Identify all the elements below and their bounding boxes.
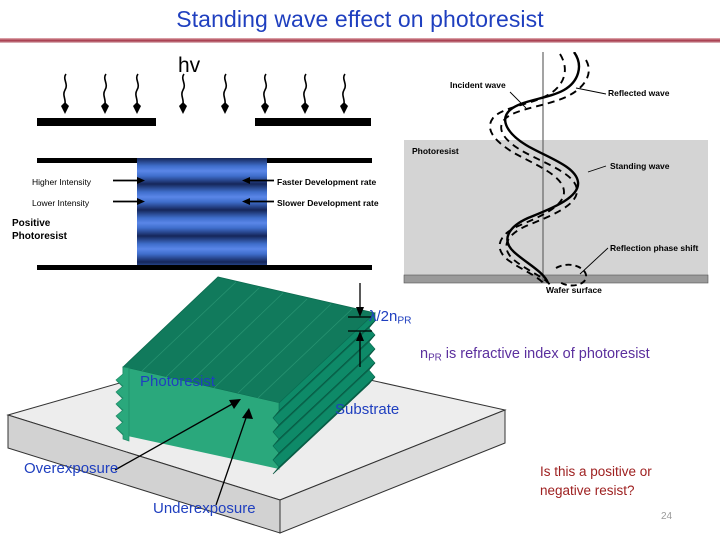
label-lower-intensity: Lower Intensity: [32, 198, 90, 208]
arrow-overexposure-head: [229, 399, 241, 409]
label-wafer-surface: Wafer surface: [546, 285, 602, 295]
lambda-subscript: PR: [397, 315, 412, 327]
resist-layer-cross-section: [37, 158, 372, 270]
wavy-light-arrow-icon: [301, 73, 309, 114]
wafer-surface-bar: [403, 274, 709, 284]
slide-number: 24: [661, 511, 673, 522]
standing-wave-intensity-band: [137, 158, 267, 270]
photoresist-region: [404, 140, 708, 275]
label-reflection-phase-shift: Reflection phase shift: [610, 243, 699, 253]
question-text: Is this a positive or negative resist?: [540, 462, 700, 500]
leader-standing: [587, 165, 607, 173]
arrow-underexposure-head: [242, 408, 253, 419]
substrate-right-face: [279, 409, 506, 534]
positive-line-2: Photoresist: [12, 230, 68, 242]
wavy-light-arrow-icon: [61, 73, 69, 114]
incident-wave-dashed-curve: [500, 59, 590, 286]
title-divider: [0, 38, 720, 43]
label-incident-wave: Incident wave: [450, 80, 506, 90]
resist-top-striations: [141, 281, 353, 399]
arrow-right-lower-icon: [113, 198, 145, 205]
leader-reflected: [575, 87, 607, 95]
wavy-light-arrow-icon: [340, 73, 348, 114]
hv-label: hv: [178, 54, 201, 77]
leader-phase-shift: [579, 247, 609, 275]
standing-wave-solid-curve: [504, 51, 581, 284]
resist-corrugated-side: [272, 312, 376, 475]
callout-arrows: [114, 399, 253, 506]
npr-symbol: n: [420, 346, 429, 362]
exposure-diagram: hv: [0, 50, 400, 275]
wavy-light-arrow-icon: [261, 73, 269, 114]
arrow-left-slower-icon: [242, 198, 274, 205]
leader-incident: [509, 91, 527, 109]
standing-wave-figure: Incident wave Reflected wave Photoresist…: [398, 51, 720, 295]
resist-left-scallop: [115, 366, 130, 442]
reflection-phase-shift-curve: [555, 263, 587, 287]
arrow-right-higher-icon: [113, 177, 145, 184]
reflected-wave-dashed-curve: [489, 53, 566, 285]
lambda-dimension-indicator: [348, 283, 372, 367]
wavy-light-arrow-icon: [179, 73, 187, 114]
question-line-2: negative resist?: [540, 483, 635, 498]
arrow-left-faster-icon: [242, 177, 274, 184]
npr-definition-note: nPR is refractive index of photoresist: [420, 346, 650, 363]
arrow-overexposure-line: [114, 402, 235, 471]
standing-wave-svg: [403, 51, 709, 287]
label-faster-development-rate: Faster Development rate: [277, 177, 377, 187]
label-standing-wave: Standing wave: [610, 161, 670, 171]
positive-line-1: Positive: [12, 218, 51, 229]
arrow-underexposure-line: [215, 414, 248, 506]
label-higher-intensity: Higher Intensity: [32, 177, 92, 187]
label-overexposure: Overexposure: [24, 460, 119, 477]
npr-subscript: PR: [428, 352, 442, 364]
resist-bottom-surface: [37, 265, 372, 270]
wavy-light-arrow-icon: [221, 73, 229, 114]
label-underexposure: Underexposure: [153, 500, 256, 517]
wavy-light-arrow-icon: [133, 73, 141, 114]
photomask-bar-left: [37, 118, 156, 126]
label-slower-development-rate: Slower Development rate: [277, 198, 379, 208]
three-d-resist-on-substrate: [0, 255, 540, 540]
photomask-bar-right: [255, 118, 371, 126]
label-photoresist-block: Photoresist: [140, 373, 216, 390]
block-diagram-svg: [6, 276, 507, 534]
question-line-1: Is this a positive or: [540, 464, 652, 479]
label-substrate: Substrate: [335, 401, 400, 418]
label-reflected-wave: Reflected wave: [608, 88, 670, 98]
npr-note-text: is refractive index of photoresist: [441, 346, 650, 362]
lambda-over-2n-label: λ/2nPR: [369, 308, 412, 327]
wavy-light-arrow-icon: [101, 73, 109, 114]
lambda-main: λ/2n: [369, 308, 398, 325]
label-photoresist-region: Photoresist: [412, 146, 459, 156]
page-title: Standing wave effect on photoresist: [176, 6, 544, 32]
